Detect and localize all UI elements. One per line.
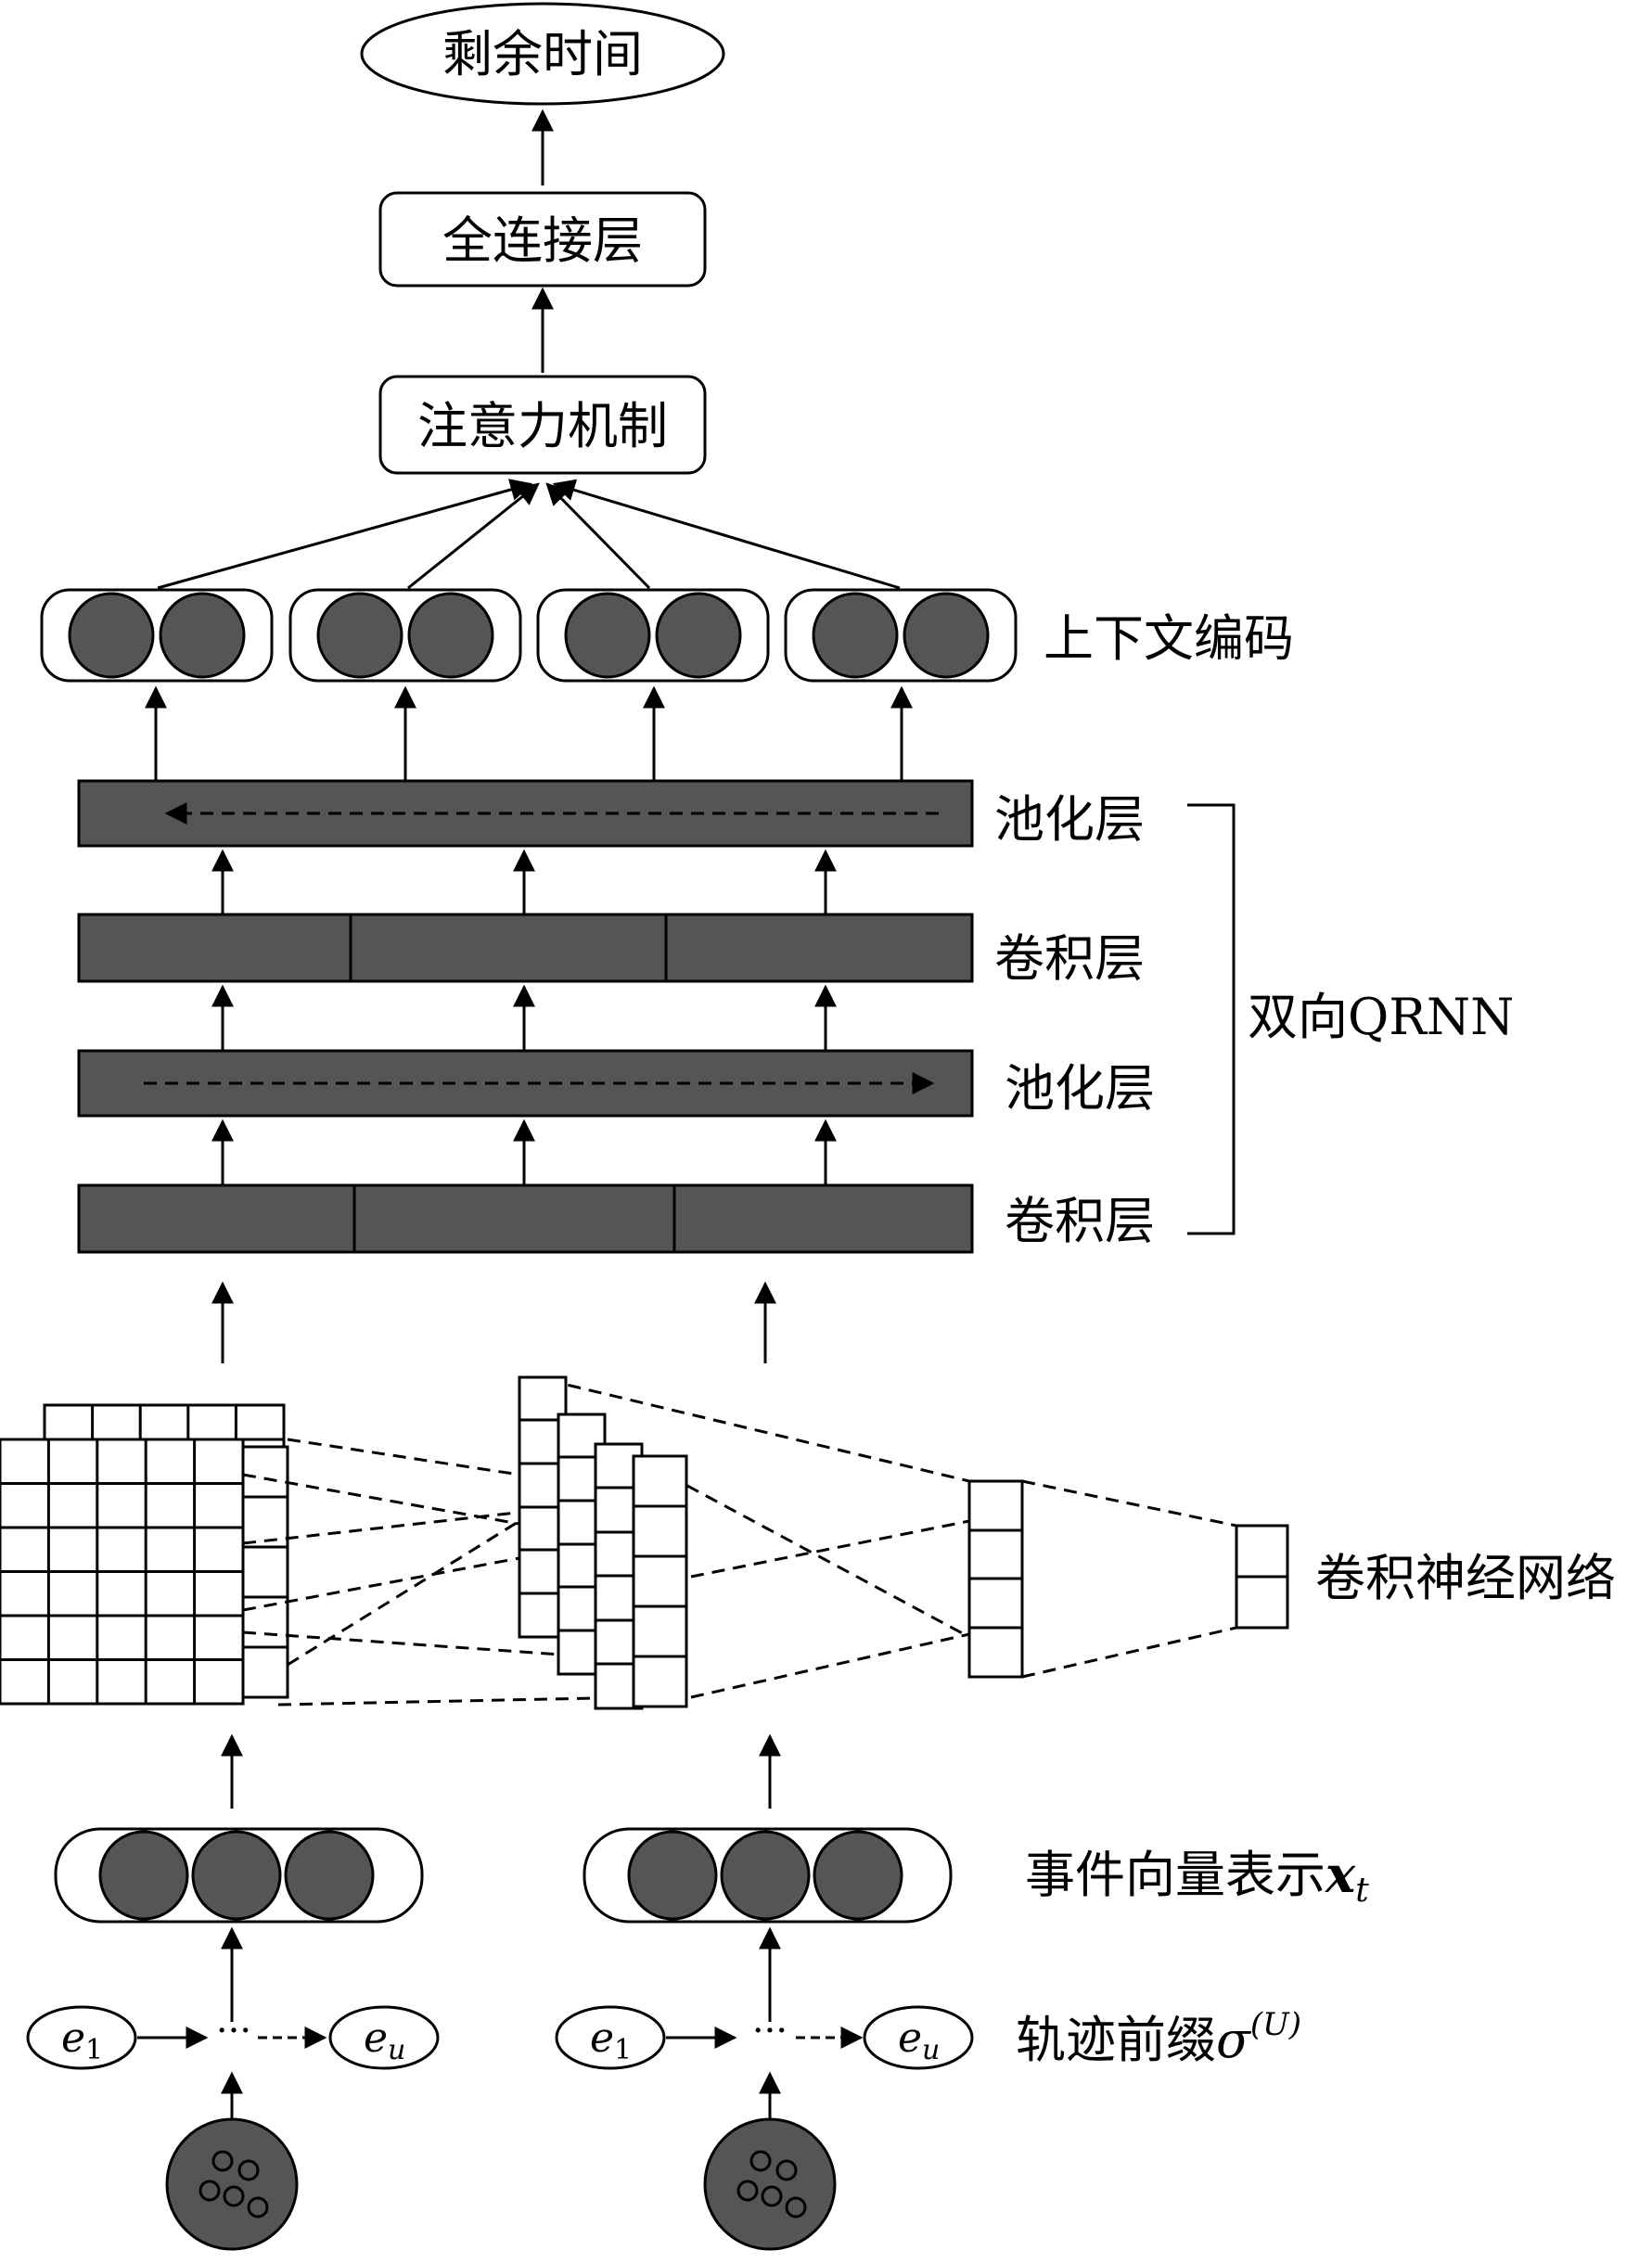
bi-qrnn-label: 双向QRNN bbox=[1248, 988, 1514, 1046]
trace-prefix-right: e1 ··· eu bbox=[555, 2005, 974, 2070]
cnn-dashed-connectors bbox=[242, 1378, 1237, 1707]
pool-layer-top bbox=[77, 779, 974, 848]
cnn-illustration bbox=[0, 1375, 1289, 1710]
input-feature-map-side bbox=[239, 1445, 289, 1699]
trace-prefix-label-text: 轨迹前缀 bbox=[1016, 2011, 1216, 2069]
conv-to-pool-top-arrows bbox=[211, 849, 837, 914]
trace-prefix-left: e1 ··· eu bbox=[26, 2005, 440, 2070]
ellipsis-right: ··· bbox=[752, 2010, 788, 2052]
conv-layer-top-label: 卷积层 bbox=[994, 929, 1145, 988]
trace-to-event-vector-arrows bbox=[221, 1926, 781, 2022]
trace-prefix-label: 轨迹前缀σ(U) bbox=[1016, 2006, 1301, 2069]
event-log-source-left bbox=[165, 2117, 299, 2251]
event-node-last-left: eu bbox=[328, 2005, 440, 2070]
event-log-source-right bbox=[703, 2117, 837, 2251]
pool-layer-bottom bbox=[77, 1049, 974, 1118]
remaining-time-label: 剩余时间 bbox=[442, 25, 643, 83]
context-encoding-group bbox=[40, 588, 1018, 683]
pool-to-trace-arrows bbox=[221, 2071, 781, 2124]
pool-bottom-to-conv-top-arrows bbox=[211, 984, 837, 1051]
event-first-left-text: e1 bbox=[61, 2014, 103, 2066]
event-vector-to-cnn-arrows bbox=[221, 1733, 781, 1809]
bi-qrnn-bracket bbox=[1187, 803, 1236, 1235]
cnn-output-map bbox=[1235, 1524, 1289, 1630]
event-last-right-text: eu bbox=[898, 2014, 940, 2066]
pooled-map bbox=[967, 1479, 1024, 1679]
event-first-right-text: e1 bbox=[590, 2014, 632, 2066]
event-last-left-text: eu bbox=[364, 2014, 405, 2066]
conv-layer-bottom bbox=[77, 1183, 974, 1254]
conv-bottom-to-pool-bottom-arrows bbox=[211, 1119, 837, 1185]
context-encoding-1 bbox=[40, 588, 274, 683]
event-vector-label: 事件向量表示xt bbox=[1025, 1845, 1369, 1910]
event-vector-var: x bbox=[1325, 1845, 1356, 1904]
attention-label: 注意力机制 bbox=[417, 397, 668, 455]
event-node-last-right: eu bbox=[863, 2005, 974, 2070]
conv-map-4 bbox=[632, 1454, 688, 1708]
context-encoding-4 bbox=[784, 588, 1018, 683]
cnn-to-conv-arrows bbox=[211, 1281, 776, 1363]
attention-node: 注意力机制 bbox=[378, 375, 707, 475]
pool-layer-top-label: 池化层 bbox=[994, 790, 1145, 849]
context-encoding-2 bbox=[288, 588, 522, 683]
event-vector-left bbox=[54, 1827, 424, 1924]
trace-sigma: σ bbox=[1216, 2011, 1252, 2069]
trace-sup: (U) bbox=[1250, 2006, 1301, 2043]
context-encoding-3 bbox=[536, 588, 770, 683]
conv-layer-top bbox=[77, 913, 974, 983]
event-vector-sub: t bbox=[1355, 1872, 1369, 1910]
event-vector-label-text: 事件向量表示 bbox=[1025, 1846, 1325, 1904]
context-to-attention-arrows bbox=[157, 479, 901, 590]
fully-connected-label: 全连接层 bbox=[442, 211, 643, 270]
fully-connected-node: 全连接层 bbox=[378, 191, 707, 288]
input-feature-map-front bbox=[0, 1438, 245, 1706]
cnn-label: 卷积神经网络 bbox=[1315, 1549, 1616, 1607]
event-node-first-right: e1 bbox=[555, 2005, 666, 2070]
event-vector-right bbox=[583, 1827, 953, 1924]
ellipsis-left: ··· bbox=[216, 2010, 251, 2052]
event-node-first-left: e1 bbox=[26, 2005, 137, 2070]
remaining-time-node: 剩余时间 bbox=[360, 2, 725, 106]
pool-layer-bottom-label: 池化层 bbox=[1005, 1059, 1155, 1118]
context-encoding-label: 上下文编码 bbox=[1044, 609, 1294, 668]
pool-to-context-arrows bbox=[145, 685, 913, 781]
conv-layer-bottom-label: 卷积层 bbox=[1005, 1192, 1155, 1250]
